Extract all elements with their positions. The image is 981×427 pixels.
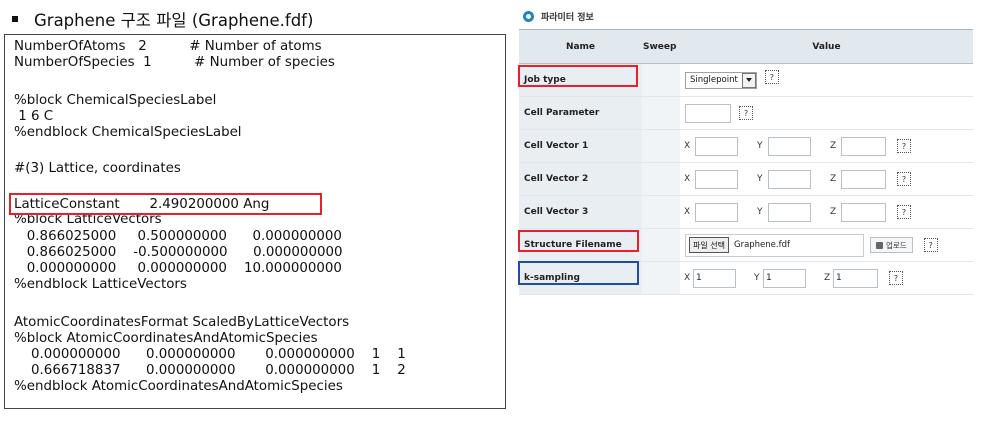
choose-file-button[interactable]: 파일 선택 <box>689 237 729 253</box>
cell-vector-3-x-input[interactable] <box>695 202 738 222</box>
selected-filename: Graphene.fdf <box>733 240 790 250</box>
sweep-cell <box>642 261 680 295</box>
param-panel-header: 파라미터 정보 <box>523 8 594 24</box>
parameter-table: Name Sweep Value Job type Singlepoint <box>518 29 973 295</box>
file-input[interactable]: 파일 선택 Graphene.fdf <box>685 233 864 257</box>
param-row-cell-vector-1: Cell Vector 1 X Y Z ? <box>519 129 973 163</box>
axis-label-x: X <box>684 174 691 184</box>
file-line: %endblock LatticeVectors <box>14 277 187 292</box>
upload-button[interactable]: 업로드 <box>870 237 913 253</box>
cell-vector-1-x-input[interactable] <box>695 136 738 156</box>
sweep-cell <box>642 129 680 163</box>
file-line: 0.866025000 -0.500000000 0.000000000 <box>14 245 343 260</box>
cell-vector-1-z-input[interactable] <box>841 136 886 156</box>
fdf-file-content: NumberOfAtoms 2 # Number of atoms Number… <box>4 34 506 409</box>
info-circle-icon <box>523 10 534 22</box>
file-line: NumberOfAtoms 2 # Number of atoms <box>14 39 322 54</box>
param-row-structure-filename: Structure Filename 파일 선택 Graphene.fdf 업로… <box>518 228 973 262</box>
sweep-cell <box>642 162 680 196</box>
param-row-cell-vector-2: Cell Vector 2 X Y Z ? <box>519 162 973 196</box>
file-heading: Graphene 구조 파일 (Graphene.fdf) <box>12 6 512 32</box>
job-type-select[interactable]: Singlepoint <box>685 71 757 89</box>
param-label-cell-vector-3: Cell Vector 3 <box>519 195 642 229</box>
upload-button-label: 업로드 <box>886 240 907 250</box>
k-sampling-y-input[interactable] <box>763 268 806 288</box>
sweep-cell <box>642 63 680 97</box>
file-line: 0.000000000 0.000000000 0.000000000 1 1 <box>14 347 406 362</box>
axis-label-y: Y <box>757 141 763 151</box>
param-row-job-type: Job type Singlepoint ? <box>518 63 973 97</box>
param-label-cell-vector-1: Cell Vector 1 <box>519 129 642 163</box>
k-sampling-x-input[interactable] <box>693 268 736 288</box>
bullet-icon <box>12 16 18 22</box>
cell-vector-2-y-input[interactable] <box>768 169 811 189</box>
structure-filename-highlight <box>518 230 639 252</box>
cell-vector-2-z-input[interactable] <box>841 169 886 189</box>
axis-label-y: Y <box>757 174 763 184</box>
param-label-job-type: Job type <box>524 75 566 85</box>
file-line: AtomicCoordinatesFormat ScaledByLatticeV… <box>14 315 350 330</box>
help-button[interactable]: ? <box>889 271 903 285</box>
cell-parameter-input[interactable] <box>685 103 731 123</box>
file-heading-text: Graphene 구조 파일 (Graphene.fdf) <box>34 11 314 30</box>
param-panel-title: 파라미터 정보 <box>541 12 594 23</box>
file-line: %block AtomicCoordinatesAndAtomicSpecies <box>14 331 318 346</box>
upload-icon <box>876 241 883 249</box>
file-line: 0.866025000 0.500000000 0.000000000 <box>14 229 342 244</box>
help-button[interactable]: ? <box>897 172 911 186</box>
cell-vector-1-y-input[interactable] <box>768 136 811 156</box>
file-line: 1 6 C <box>14 109 54 124</box>
cell-vector-3-z-input[interactable] <box>841 202 886 222</box>
lattice-constant-line: LatticeConstant 2.490200000 Ang <box>14 197 270 212</box>
param-label-k-sampling: k-sampling <box>524 273 580 283</box>
axis-label-y: Y <box>754 273 760 283</box>
axis-label-z: Z <box>830 207 837 217</box>
file-line: %endblock ChemicalSpeciesLabel <box>14 125 242 140</box>
k-sampling-z-input[interactable] <box>833 268 878 288</box>
job-type-selected-value: Singlepoint <box>690 75 738 85</box>
param-row-cell-vector-3: Cell Vector 3 X Y Z ? <box>519 195 973 229</box>
help-button[interactable]: ? <box>897 205 911 219</box>
sweep-cell <box>642 228 680 262</box>
chevron-down-icon[interactable] <box>741 72 756 88</box>
file-line: 0.666718837 0.000000000 0.000000000 1 2 <box>14 363 406 378</box>
help-button[interactable]: ? <box>739 106 753 120</box>
k-sampling-highlight <box>518 261 639 285</box>
lattice-constant-highlight <box>9 193 322 215</box>
param-row-cell-parameter: Cell Parameter ? <box>519 96 973 130</box>
column-header-value: Value <box>680 29 973 64</box>
column-header-name: Name <box>519 29 642 64</box>
file-line: 0.000000000 0.000000000 10.000000000 <box>14 261 342 276</box>
help-button[interactable]: ? <box>764 70 779 84</box>
file-line: %block ChemicalSpeciesLabel <box>14 93 217 108</box>
cell-vector-3-y-input[interactable] <box>768 202 811 222</box>
axis-label-z: Z <box>830 174 837 184</box>
file-line: %block LatticeVectors <box>14 212 162 227</box>
help-button[interactable]: ? <box>923 238 938 252</box>
axis-label-x: X <box>684 273 691 283</box>
axis-label-y: Y <box>757 207 763 217</box>
axis-label-x: X <box>684 207 691 217</box>
cell-vector-2-x-input[interactable] <box>695 169 738 189</box>
file-line: %endblock AtomicCoordinatesAndAtomicSpec… <box>14 379 343 394</box>
sweep-cell <box>642 195 680 229</box>
axis-label-z: Z <box>830 141 837 151</box>
file-line: NumberOfSpecies 1 # Number of species <box>14 55 335 70</box>
param-label-structure-filename: Structure Filename <box>524 240 622 250</box>
param-label-cell-vector-2: Cell Vector 2 <box>519 162 642 196</box>
sweep-cell <box>642 96 680 130</box>
param-label-cell-parameter: Cell Parameter <box>519 96 642 130</box>
axis-label-x: X <box>684 141 691 151</box>
file-line: #(3) Lattice, coordinates <box>14 161 181 176</box>
help-button[interactable]: ? <box>897 139 911 153</box>
param-row-k-sampling: k-sampling X Y Z ? <box>518 261 973 295</box>
job-type-highlight <box>518 65 638 87</box>
column-header-sweep: Sweep <box>642 29 680 64</box>
axis-label-z: Z <box>824 273 831 283</box>
